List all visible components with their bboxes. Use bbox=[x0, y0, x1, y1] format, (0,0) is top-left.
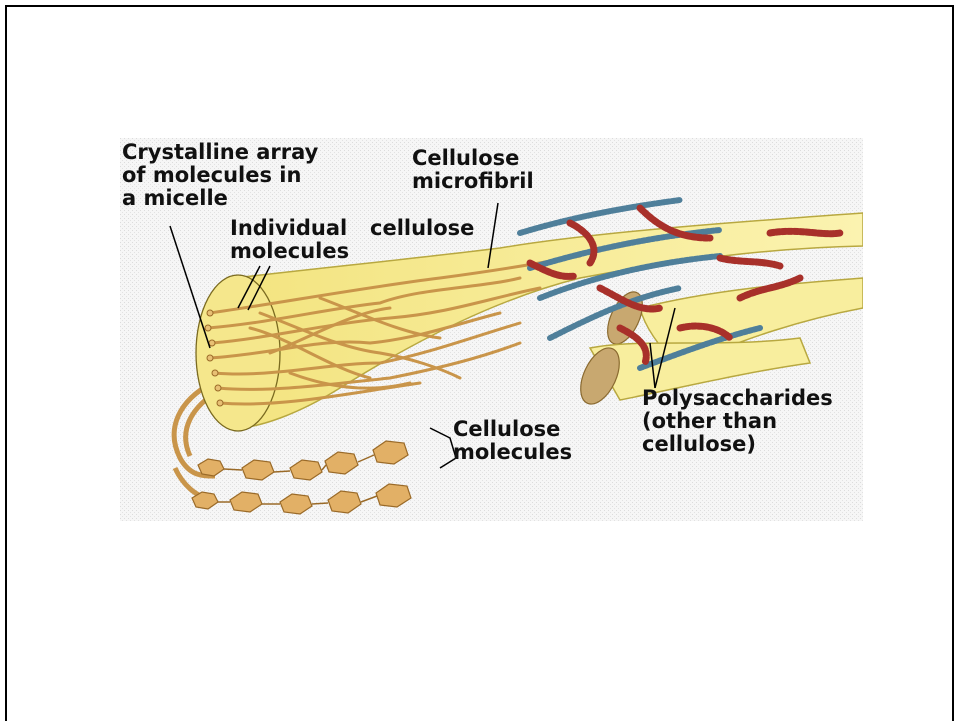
label-line: molecules bbox=[230, 240, 349, 263]
label-line: of molecules in bbox=[122, 164, 318, 187]
label-line: Polysaccharides bbox=[642, 387, 833, 410]
cellulose-figure: Crystalline array of molecules in a mice… bbox=[120, 138, 863, 521]
label-polysaccharides: Polysaccharides (other than cellulose) bbox=[642, 387, 833, 456]
label-line: (other than bbox=[642, 410, 833, 433]
label-cellulose-word: cellulose bbox=[370, 217, 474, 240]
label-line: a micelle bbox=[122, 187, 318, 210]
label-line: Cellulose bbox=[412, 147, 534, 170]
slide-frame: Crystalline array of molecules in a mice… bbox=[5, 5, 954, 721]
label-cellulose-molecules: Cellulose molecules bbox=[453, 418, 572, 464]
label-individual-molecules: Individual molecules bbox=[230, 217, 349, 263]
label-line: Individual bbox=[230, 217, 349, 240]
label-line: Crystalline array bbox=[122, 141, 318, 164]
label-line: Cellulose bbox=[453, 418, 572, 441]
label-crystalline-array: Crystalline array of molecules in a mice… bbox=[122, 141, 318, 210]
label-line: molecules bbox=[453, 441, 572, 464]
label-line: cellulose) bbox=[642, 433, 833, 456]
label-cellulose-microfibril: Cellulose microfibril bbox=[412, 147, 534, 193]
label-line: microfibril bbox=[412, 170, 534, 193]
